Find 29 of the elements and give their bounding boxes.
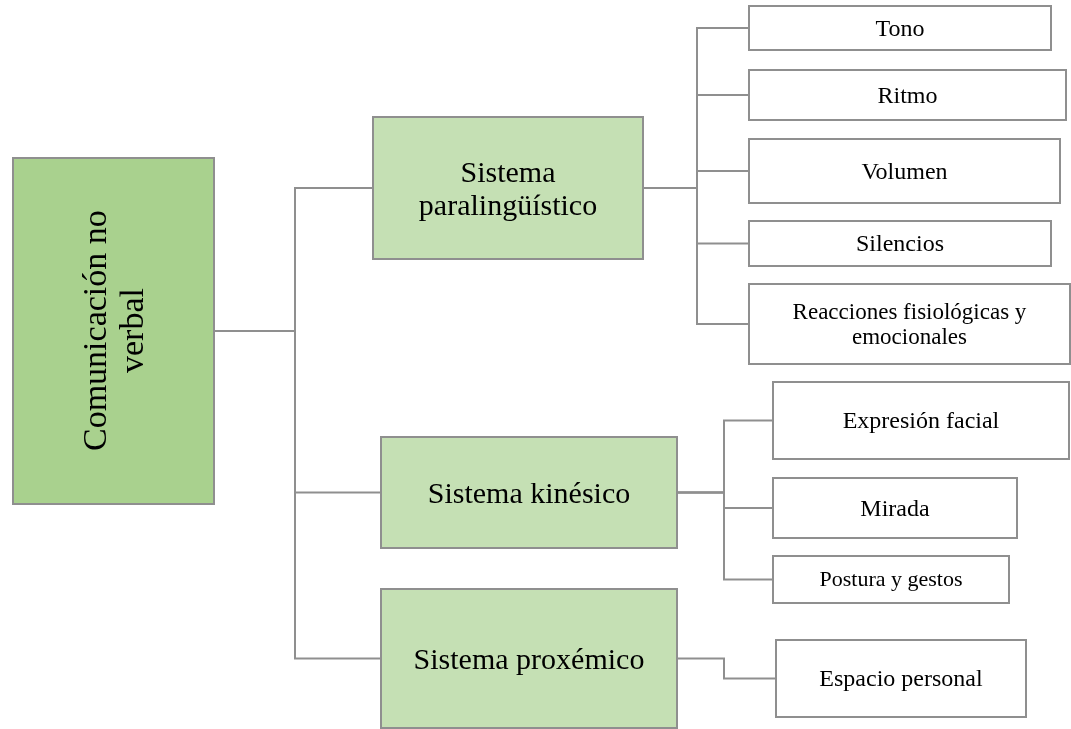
connector-line bbox=[677, 491, 773, 581]
item-box bbox=[772, 555, 1010, 604]
topic-box bbox=[380, 588, 678, 729]
node-label: Tono bbox=[874, 14, 926, 42]
node-label: Comunicación no verbal bbox=[76, 209, 151, 454]
topic-box bbox=[12, 157, 215, 505]
node-label: Postura y gestos bbox=[818, 567, 964, 592]
node-label: Sistema paralingüístico bbox=[417, 155, 599, 221]
node-label: Mirada bbox=[859, 494, 931, 522]
item-box bbox=[772, 381, 1070, 460]
connector-line bbox=[677, 657, 776, 680]
item-box bbox=[748, 69, 1067, 121]
item-box bbox=[775, 639, 1027, 718]
node-label: Ritmo bbox=[876, 81, 939, 109]
node-label: Espacio personal bbox=[818, 665, 984, 692]
node-label: Reacciones fisiológicas y emocionales bbox=[791, 298, 1028, 350]
node-label: Volumen bbox=[860, 157, 949, 185]
connector-line bbox=[643, 187, 749, 325]
item-box bbox=[748, 220, 1052, 267]
node-label: Sistema kinésico bbox=[426, 476, 632, 509]
item-box bbox=[748, 5, 1052, 51]
topic-box bbox=[380, 436, 678, 549]
item-box bbox=[748, 138, 1061, 204]
node-label: Silencios bbox=[855, 230, 945, 257]
item-box bbox=[772, 477, 1018, 539]
item-box bbox=[748, 283, 1071, 365]
node-label: Sistema proxémico bbox=[412, 642, 646, 675]
node-label: Expresión facial bbox=[841, 407, 1001, 434]
topic-box bbox=[372, 116, 644, 260]
